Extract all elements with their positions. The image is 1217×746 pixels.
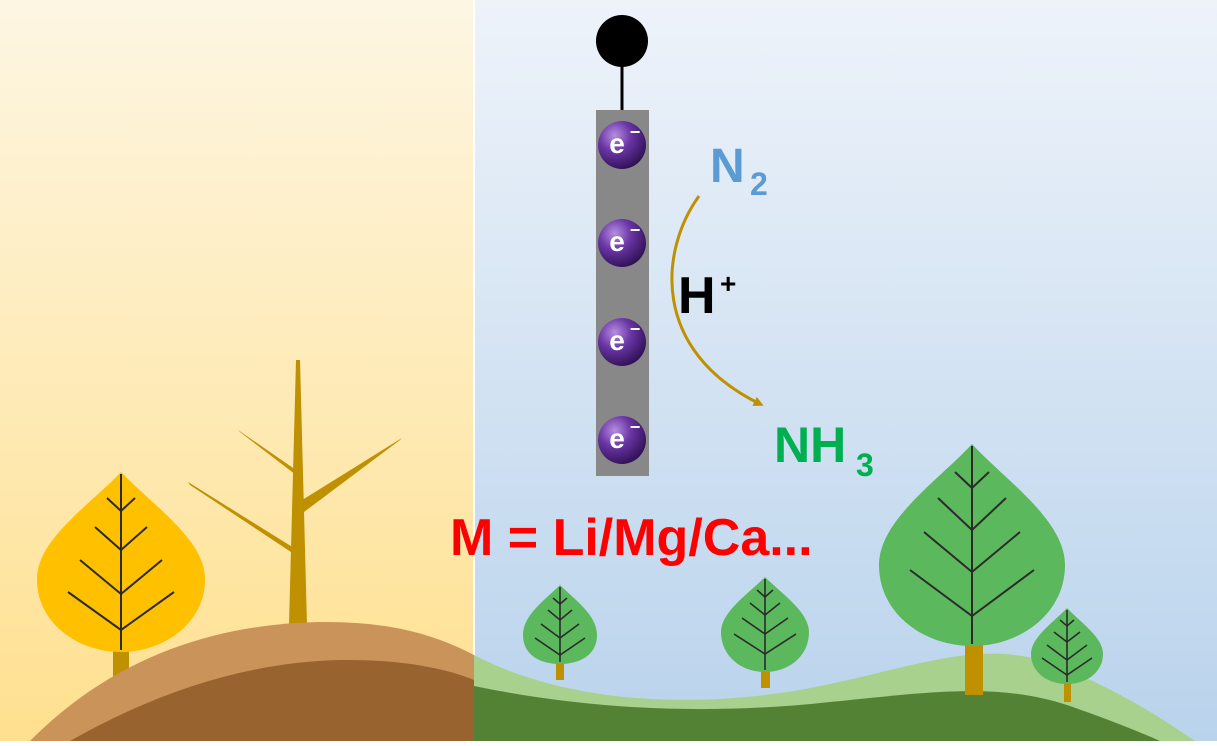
proton-charge: + [720,268,736,299]
electron-charge: − [630,319,641,339]
electron-charge: − [630,220,641,240]
green-tree-small-2-icon [721,577,809,688]
terminal-icon [596,15,648,67]
electron-label: e [609,423,625,454]
electron: e − [598,318,646,366]
electron-charge: − [630,417,641,437]
n2-label: N 2 [710,140,768,202]
proton-label: H + [678,267,736,325]
electron-label: e [609,128,625,159]
green-tree-large-icon [879,444,1065,695]
electron-label: e [609,325,625,356]
electron: e − [598,416,646,464]
dead-tree-icon [188,360,402,625]
green-tree-small-1-icon [523,585,597,680]
green-hill [474,653,1195,741]
proton-text: H [678,267,716,325]
n2-subscript: 2 [750,166,768,202]
electron-label: e [609,226,625,257]
nh3-text: NH [774,417,846,473]
electron: e − [598,219,646,267]
n2-text: N [710,140,745,193]
reaction-arrow [670,195,764,406]
metal-formula: M = Li/Mg/Ca... [450,509,813,567]
nh3-label: NH 3 [774,417,874,483]
nh3-subscript: 3 [856,447,874,483]
electrode [596,15,649,476]
electron-charge: − [630,122,641,142]
green-tree-small-3-icon [1031,608,1103,702]
electrode-bar [596,110,649,476]
electron: e − [598,121,646,169]
dry-hill [30,621,474,741]
